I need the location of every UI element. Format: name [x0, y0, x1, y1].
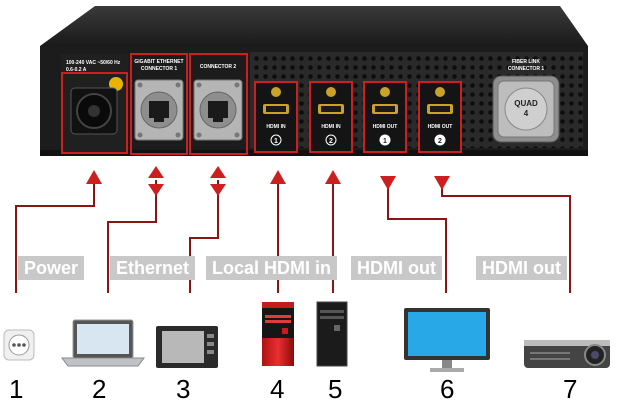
hdmi-port-number: 2 — [329, 138, 333, 145]
label-ethernet: Ethernet — [110, 256, 196, 280]
arrow-up-icon — [148, 166, 164, 178]
hdmi-port-label: HDMI IN — [266, 124, 286, 130]
hdmi-in-2: HDMI IN 2 — [309, 81, 353, 153]
pc-tower-dark-icon — [316, 301, 348, 367]
label-hdmi-out-2: HDMI out — [476, 256, 567, 280]
arrow-down-icon — [380, 176, 396, 190]
label-hdmi-out-1: HDMI out — [351, 256, 442, 280]
hdmi-port-number: 1 — [383, 138, 387, 145]
arrow-down-icon — [148, 184, 164, 196]
hdmi-port-number: 2 — [438, 138, 442, 145]
fiber-title-2: CONNECTOR 1 — [508, 66, 545, 72]
quad-text: QUAD — [514, 99, 538, 108]
fiber-link-connector: FIBER LINK CONNECTOR 1 QUAD 4 — [492, 59, 560, 143]
power-spec-text-2: 0.6-0.2 A — [66, 67, 87, 73]
hdmi-port-label: HDMI OUT — [428, 124, 453, 130]
arrow-down-icon — [210, 184, 226, 196]
label-local-hdmi-in: Local HDMI in — [206, 256, 338, 280]
device-number-1: 1 — [9, 374, 24, 404]
hdmi-port-number: 1 — [274, 138, 278, 145]
device-number-4: 4 — [270, 374, 285, 404]
quad-connector-icon — [504, 87, 548, 131]
touch-panel-icon — [156, 326, 218, 368]
eth1-title-2: CONNECTOR 1 — [141, 66, 178, 72]
projector-icon — [524, 340, 610, 368]
hdmi-port-label: HDMI OUT — [373, 124, 398, 130]
power-outlet-icon — [3, 329, 35, 361]
label-power: Power — [18, 256, 85, 280]
screw-icon — [435, 87, 445, 97]
laptop-icon — [61, 319, 145, 367]
power-spec-text-1: 100-240 VAC ~50/60 Hz — [66, 60, 121, 66]
pc-tower-red-icon — [262, 302, 294, 366]
arrow-up-icon — [325, 170, 341, 184]
screw-icon — [326, 87, 336, 97]
arrow-up-icon — [86, 170, 102, 184]
eth1-title-1: GIGABIT ETHERNET — [134, 59, 183, 65]
hdmi-in-1: HDMI IN 1 — [254, 81, 298, 153]
hdmi-port-label: HDMI IN — [321, 124, 341, 130]
screw-icon — [380, 87, 390, 97]
quad-number: 4 — [524, 109, 529, 118]
ethernet-port-2: CONNECTOR 2 — [189, 53, 248, 155]
device-number-7: 7 — [563, 374, 578, 404]
screw-icon — [271, 87, 281, 97]
rj45-icon — [149, 101, 169, 118]
device-number-2: 2 — [92, 374, 107, 404]
rj45-icon — [208, 101, 228, 118]
connection-lines — [15, 180, 571, 293]
arrows — [86, 166, 450, 196]
power-highlight — [61, 72, 128, 154]
arrow-up-icon — [270, 170, 286, 184]
ethernet-port-1: GIGABIT ETHERNET CONNECTOR 1 — [130, 53, 188, 155]
hdmi-out-1: HDMI OUT 1 — [363, 81, 407, 153]
arrow-down-icon — [434, 176, 450, 190]
arrow-up-icon — [210, 166, 226, 178]
fiber-title-1: FIBER LINK — [512, 59, 540, 65]
power-section: 100-240 VAC ~50/60 Hz 0.6-0.2 A — [61, 54, 128, 154]
device-number-6: 6 — [440, 374, 455, 404]
monitor-icon — [404, 308, 490, 372]
hdmi-out-2: HDMI OUT 2 — [418, 81, 462, 153]
eth2-title: CONNECTOR 2 — [200, 64, 237, 70]
device-number-5: 5 — [328, 374, 343, 404]
device-number-3: 3 — [176, 374, 191, 404]
